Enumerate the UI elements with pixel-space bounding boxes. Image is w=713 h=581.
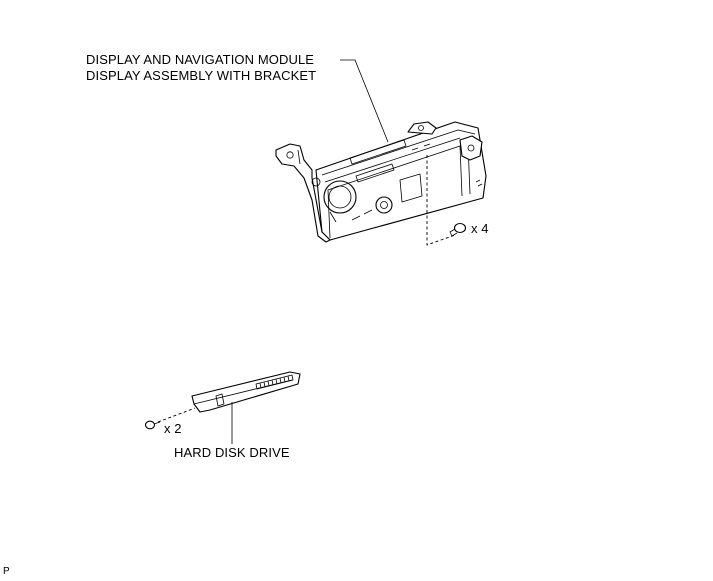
display-navigation-module [275, 59, 487, 246]
hdd-screw-quantity: x 2 [164, 421, 182, 436]
hdd-screw-icon [144, 420, 161, 430]
hard-disk-drive [144, 371, 301, 444]
module-label-line2: DISPLAY ASSEMBLY WITH BRACKET [86, 68, 317, 83]
corner-mark: P [3, 566, 10, 577]
module-screw-icon [449, 222, 467, 237]
hdd-label: HARD DISK DRIVE [174, 445, 290, 460]
module-screw-quantity: x 4 [471, 221, 489, 236]
module-label-line1: DISPLAY AND NAVIGATION MODULE [86, 52, 315, 67]
